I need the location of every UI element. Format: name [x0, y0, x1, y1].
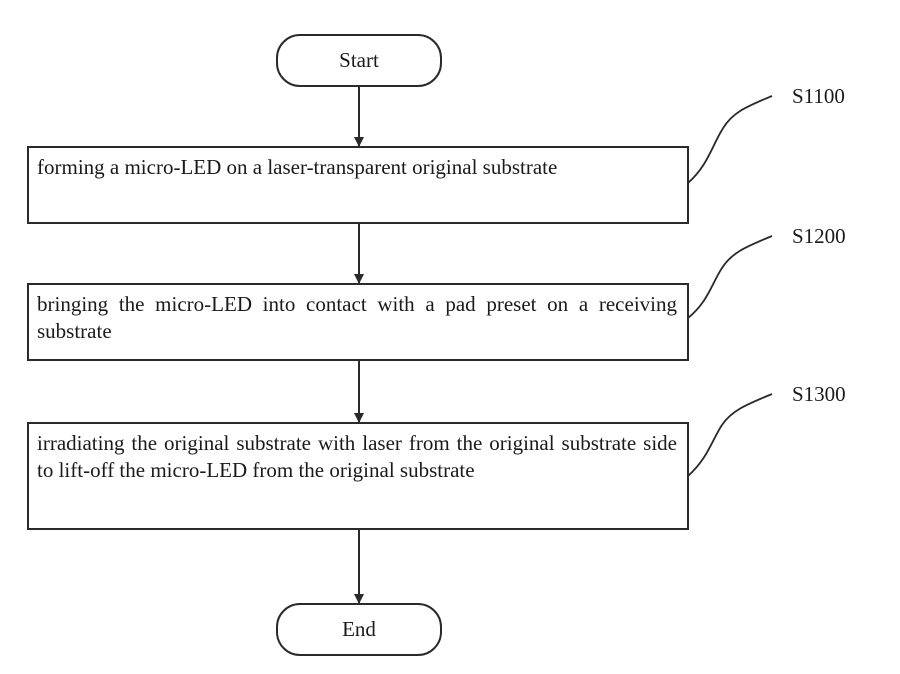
step-text-s1200: bringing the micro-LED into contact with…: [37, 292, 677, 343]
end-label: End: [342, 617, 376, 642]
leader-line-s1300: [688, 394, 772, 476]
step-label-s1100: S1100: [792, 84, 845, 109]
step-text-s1300: irradiating the original substrate with …: [37, 431, 677, 482]
step-label-s1300: S1300: [792, 382, 846, 407]
step-box-s1100: forming a micro-LED on a laser-transpare…: [27, 146, 689, 224]
step-label-s1200: S1200: [792, 224, 846, 249]
leader-line-s1200: [688, 236, 772, 318]
step-text-s1100: forming a micro-LED on a laser-transpare…: [37, 155, 557, 179]
start-label: Start: [339, 48, 379, 73]
start-terminal: Start: [276, 34, 442, 87]
step-box-s1300: irradiating the original substrate with …: [27, 422, 689, 530]
leader-line-s1100: [688, 96, 772, 183]
end-terminal: End: [276, 603, 442, 656]
step-box-s1200: bringing the micro-LED into contact with…: [27, 283, 689, 361]
